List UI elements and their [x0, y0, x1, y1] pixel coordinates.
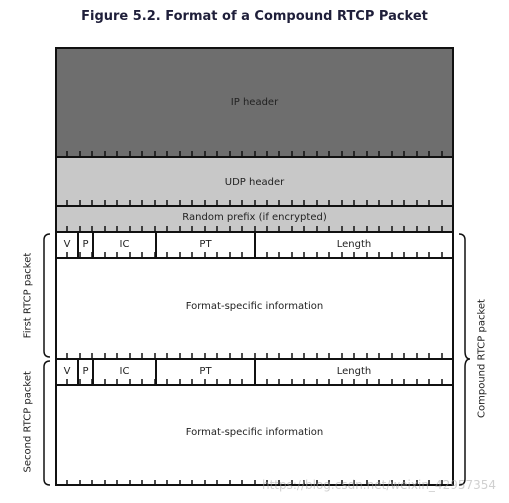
compound-packet-brace — [458, 233, 471, 486]
field-pt: PT — [199, 366, 212, 377]
second-packet-body-label: Format-specific information — [185, 427, 324, 438]
field-v: V — [63, 239, 71, 250]
packet2-header-divider — [55, 384, 454, 386]
ip-header-label: IP header — [230, 97, 279, 108]
ip-udp-divider — [55, 156, 454, 158]
ip-header-block: IP header — [55, 47, 454, 157]
field-length: Length — [336, 366, 372, 377]
packet1-packet2-divider — [55, 358, 454, 360]
field-pt: PT — [199, 239, 212, 250]
first-packet-body: Format-specific information — [55, 259, 454, 358]
field-ic: IC — [119, 239, 130, 250]
prefix-packet1-divider — [55, 231, 454, 233]
field-p: P — [82, 366, 89, 377]
watermark: https://blog.csdn.net/weixin_42957354 — [262, 478, 497, 492]
first-packet-brace — [43, 233, 51, 358]
bit-ticks-packet2-body — [66, 480, 443, 486]
bit-ticks-prefix-bottom — [66, 226, 443, 232]
bit-ticks-packet1-header — [66, 252, 443, 258]
packet1-header-divider — [55, 257, 454, 259]
udp-header-label: UDP header — [224, 177, 285, 188]
bit-ticks-packet1-body — [66, 353, 443, 359]
udp-prefix-divider — [55, 205, 454, 207]
second-packet-brace — [43, 360, 51, 486]
field-ic: IC — [119, 366, 130, 377]
bit-ticks-packet2-header — [66, 379, 443, 385]
bit-ticks-udp-bottom — [66, 200, 443, 206]
random-prefix-label: Random prefix (if encrypted) — [182, 212, 327, 223]
field-p: P — [82, 239, 89, 250]
field-length: Length — [336, 239, 372, 250]
first-packet-label: First RTCP packet — [22, 252, 34, 339]
figure-title: Figure 5.2. Format of a Compound RTCP Pa… — [81, 9, 428, 24]
first-packet-body-label: Format-specific information — [185, 301, 324, 312]
compound-packet-label: Compound RTCP packet — [476, 299, 488, 418]
bit-ticks-ip-bottom — [66, 151, 443, 157]
field-v: V — [63, 366, 71, 377]
second-packet-label: Second RTCP packet — [22, 371, 34, 473]
second-packet-body: Format-specific information — [55, 386, 454, 486]
udp-header-block: UDP header — [55, 158, 454, 206]
